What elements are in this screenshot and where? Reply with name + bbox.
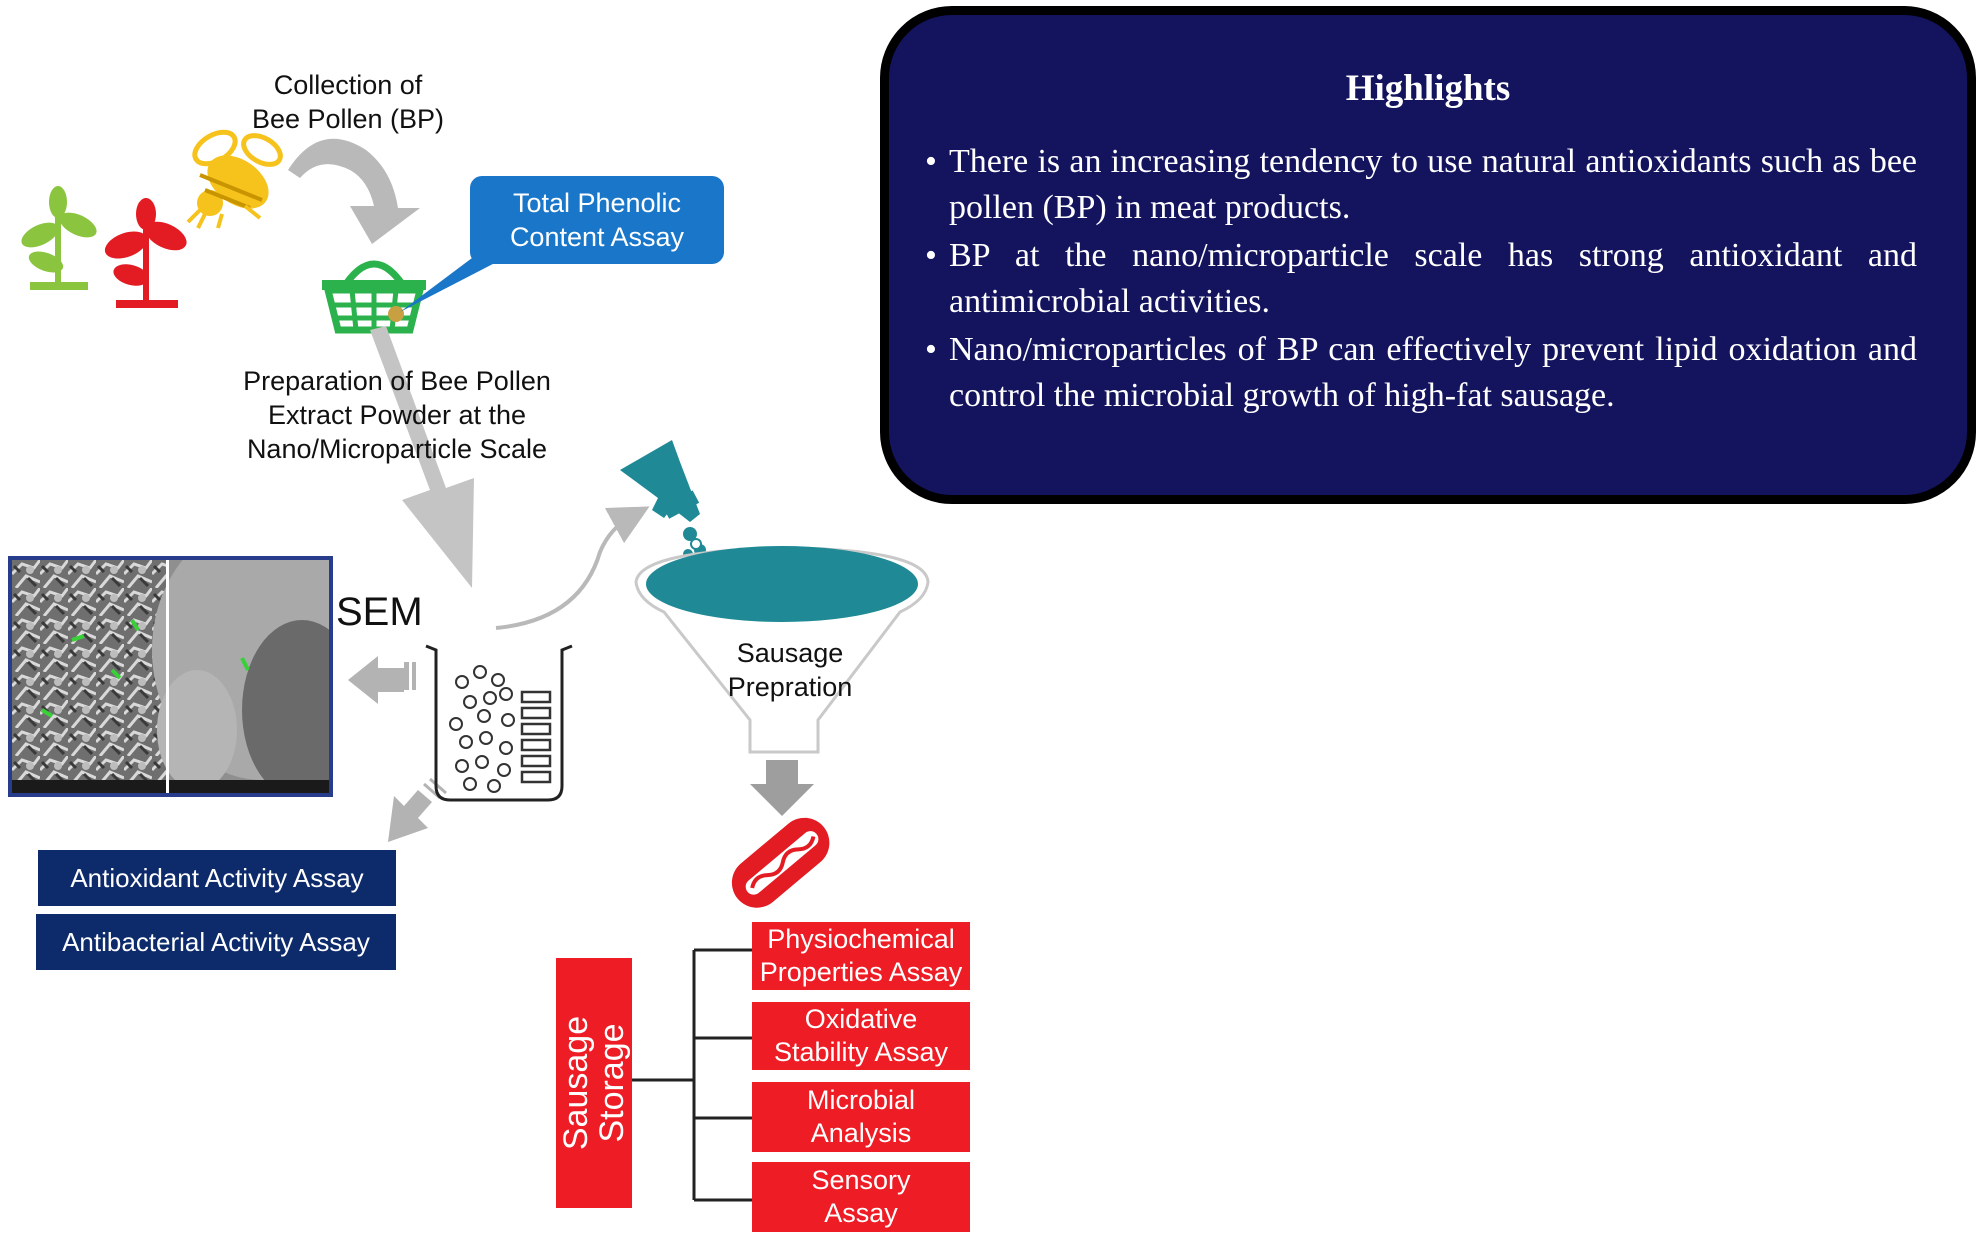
highlights-panel: Highlights •There is an increasing tende… [880, 6, 1976, 504]
storage-line-1: Sausage [557, 1015, 595, 1151]
antioxidant-box: Antioxidant Activity Assay [38, 850, 396, 906]
bee-icon [186, 129, 283, 229]
funnel-icon [634, 546, 930, 754]
flow-arrow-preparation [370, 326, 474, 588]
sausage-storage-box: Sausage Storage [556, 958, 632, 1208]
basket-icon [322, 260, 426, 334]
highlight-item: •BP at the nano/microparticle scale has … [925, 237, 1917, 320]
highlights-title: Highlights [1345, 68, 1511, 109]
antibacterial-box: Antibacterial Activity Assay [36, 914, 396, 970]
flask-icon [620, 440, 706, 559]
flow-arrow-sem [348, 656, 416, 704]
sem-image [8, 520, 372, 800]
highlight-item: •Nano/microparticles of BP can effective… [925, 331, 1917, 414]
preparation-label: Preparation of Bee Pollen Extract Powder… [243, 366, 551, 464]
sem-micrograph [12, 520, 372, 800]
flow-arrow-to-flask [495, 506, 650, 630]
sausage-prep-label: Sausage Prepration [727, 638, 853, 702]
storage-bracket [632, 948, 752, 1202]
highlight-item: •There is an increasing tendency to use … [925, 143, 1917, 226]
beaker-icon [425, 644, 573, 802]
sausage-icon [731, 817, 830, 908]
collection-label: Collection of Bee Pollen (BP) [251, 70, 445, 134]
phenolic-callout: Total Phenolic Content Assay [470, 176, 724, 264]
highlights-list: •There is an increasing tendency to use … [925, 139, 1917, 421]
flow-arrow-sausage [750, 760, 814, 816]
plant-icon [21, 186, 97, 290]
plant-icon-red [104, 198, 187, 308]
sem-label: SEM [336, 590, 423, 634]
flow-arrow-collection [288, 138, 420, 244]
storage-line-2: Storage [593, 1023, 631, 1143]
